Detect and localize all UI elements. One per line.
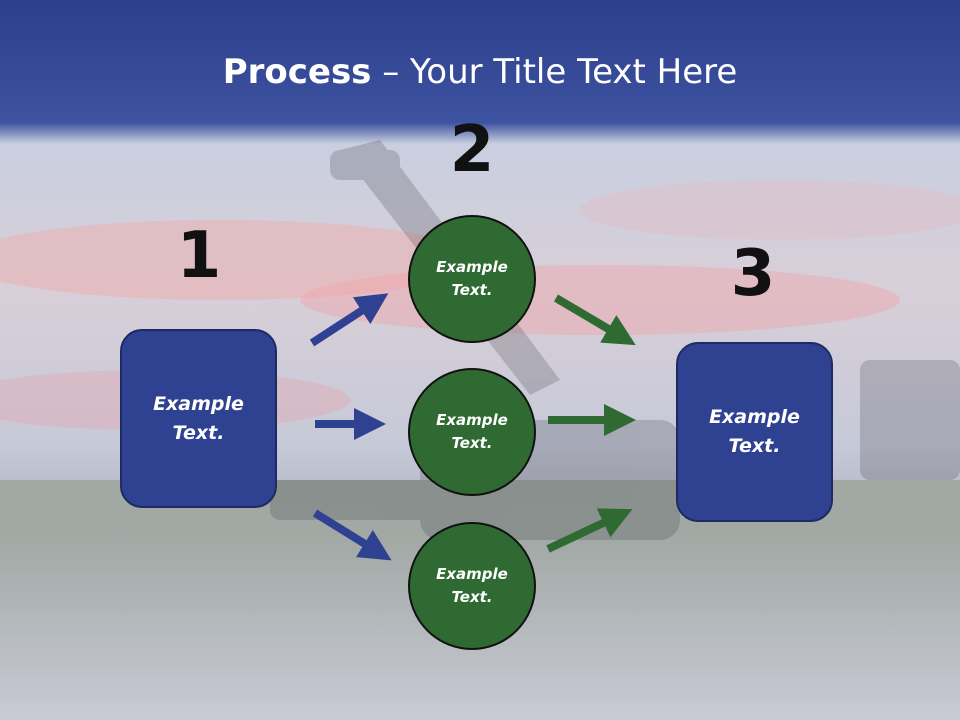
- step-number-1: 1: [176, 219, 222, 293]
- arrow-top-to-3: [553, 294, 636, 346]
- step-2-circle-top: Example Text.: [408, 215, 536, 343]
- step-2-text-middle: Example Text.: [436, 411, 508, 452]
- step-1-text: Example Text.: [153, 392, 244, 444]
- step-2-circle-middle: Example Text.: [408, 368, 536, 496]
- step-2-text-bottom: Example Text.: [436, 565, 508, 606]
- arrow-1-to-bottom: [312, 509, 392, 561]
- step-number-2: 2: [449, 113, 495, 187]
- slide-title: Process – Your Title Text Here: [0, 52, 960, 92]
- step-3-box: Example Text.: [676, 342, 833, 522]
- step-2-circle-bottom: Example Text.: [408, 522, 536, 650]
- step-3-text: Example Text.: [709, 406, 800, 457]
- step-1-box: Example Text.: [120, 329, 277, 508]
- step-2-text-top: Example Text.: [436, 258, 508, 299]
- title-rest: – Your Title Text Here: [371, 52, 738, 92]
- arrow-bottom-to-3: [546, 508, 633, 553]
- title-bold: Process: [222, 52, 372, 92]
- step-number-3: 3: [730, 237, 776, 311]
- arrow-1-to-top: [309, 293, 389, 347]
